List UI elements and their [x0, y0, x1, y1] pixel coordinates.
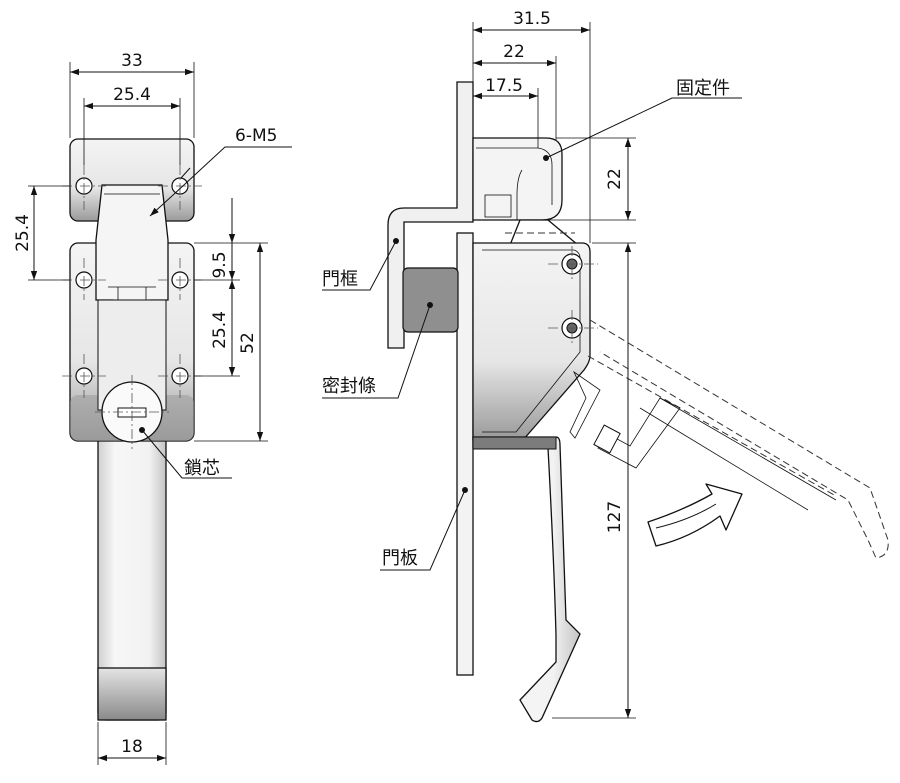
svg-text:密封條: 密封條 — [322, 376, 376, 397]
svg-text:25.4: 25.4 — [13, 214, 33, 252]
hole-spec-callout: 6-M5 — [149, 126, 292, 217]
svg-text:門板: 門板 — [382, 548, 418, 569]
mount-holes — [75, 177, 189, 385]
svg-text:門框: 門框 — [322, 269, 358, 290]
seal-strip — [402, 267, 459, 333]
svg-text:33: 33 — [121, 51, 143, 71]
svg-text:25.4: 25.4 — [210, 311, 230, 349]
door-panel — [456, 232, 474, 676]
seal-strip-callout: 密封條 — [322, 304, 431, 399]
dim-right-stack: 9.5 25.4 52 — [194, 198, 268, 442]
dim-31-5: 31.5 — [472, 9, 591, 243]
svg-text:52: 52 — [238, 332, 258, 354]
front-view: 33 25.4 6-M5 25.4 9.5 25.4 — [13, 51, 292, 765]
latch-tongue — [95, 184, 169, 311]
handle-tip — [97, 667, 167, 721]
fixing-part — [472, 137, 563, 221]
dim-22-right: 22 — [548, 137, 636, 221]
svg-text:127: 127 — [605, 501, 625, 533]
svg-text:25.4: 25.4 — [113, 85, 151, 105]
lock-core-callout: 鎖芯 — [141, 429, 232, 479]
dim-22-top: 22 — [473, 42, 557, 140]
svg-text:22: 22 — [605, 168, 625, 190]
fixing-part-callout: 固定件 — [545, 78, 742, 159]
svg-text:31.5: 31.5 — [513, 9, 551, 29]
dim-25-4-vertical-left: 25.4 — [13, 185, 70, 281]
door-panel-callout: 門板 — [380, 489, 466, 571]
dim-33: 33 — [69, 51, 195, 138]
dim-25-4-horizontal: 25.4 — [83, 85, 181, 165]
handle-closed — [472, 436, 581, 723]
door-frame-callout: 門框 — [322, 240, 397, 291]
svg-text:9.5: 9.5 — [210, 251, 230, 278]
latch-body — [472, 242, 591, 441]
svg-text:6-M5: 6-M5 — [235, 126, 277, 146]
svg-text:固定件: 固定件 — [676, 78, 730, 99]
dim-127: 127 — [552, 242, 636, 719]
svg-text:18: 18 — [121, 737, 143, 757]
dim-17-5: 17.5 — [473, 76, 539, 148]
svg-text:鎖芯: 鎖芯 — [184, 458, 220, 479]
svg-text:17.5: 17.5 — [485, 76, 523, 96]
svg-text:22: 22 — [503, 42, 525, 62]
curved-arrow-icon — [647, 483, 743, 547]
dim-18: 18 — [97, 722, 167, 765]
side-view: 31.5 22 17.5 22 127 固定件 — [322, 9, 889, 723]
side-screws — [548, 246, 598, 346]
door-frame — [387, 81, 474, 349]
